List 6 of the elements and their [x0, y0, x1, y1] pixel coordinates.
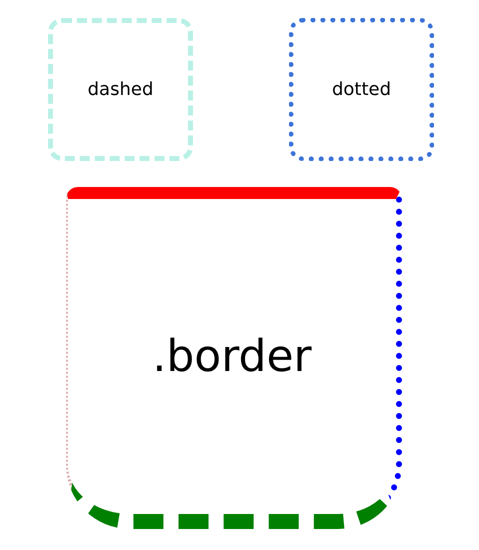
box-label: dotted	[332, 79, 392, 100]
mixed-border-box	[66, 187, 402, 529]
box-label: dashed	[88, 79, 154, 100]
dotted-border-box	[289, 18, 434, 161]
box-label: .border	[152, 331, 312, 382]
dashed-border-box	[48, 18, 193, 161]
